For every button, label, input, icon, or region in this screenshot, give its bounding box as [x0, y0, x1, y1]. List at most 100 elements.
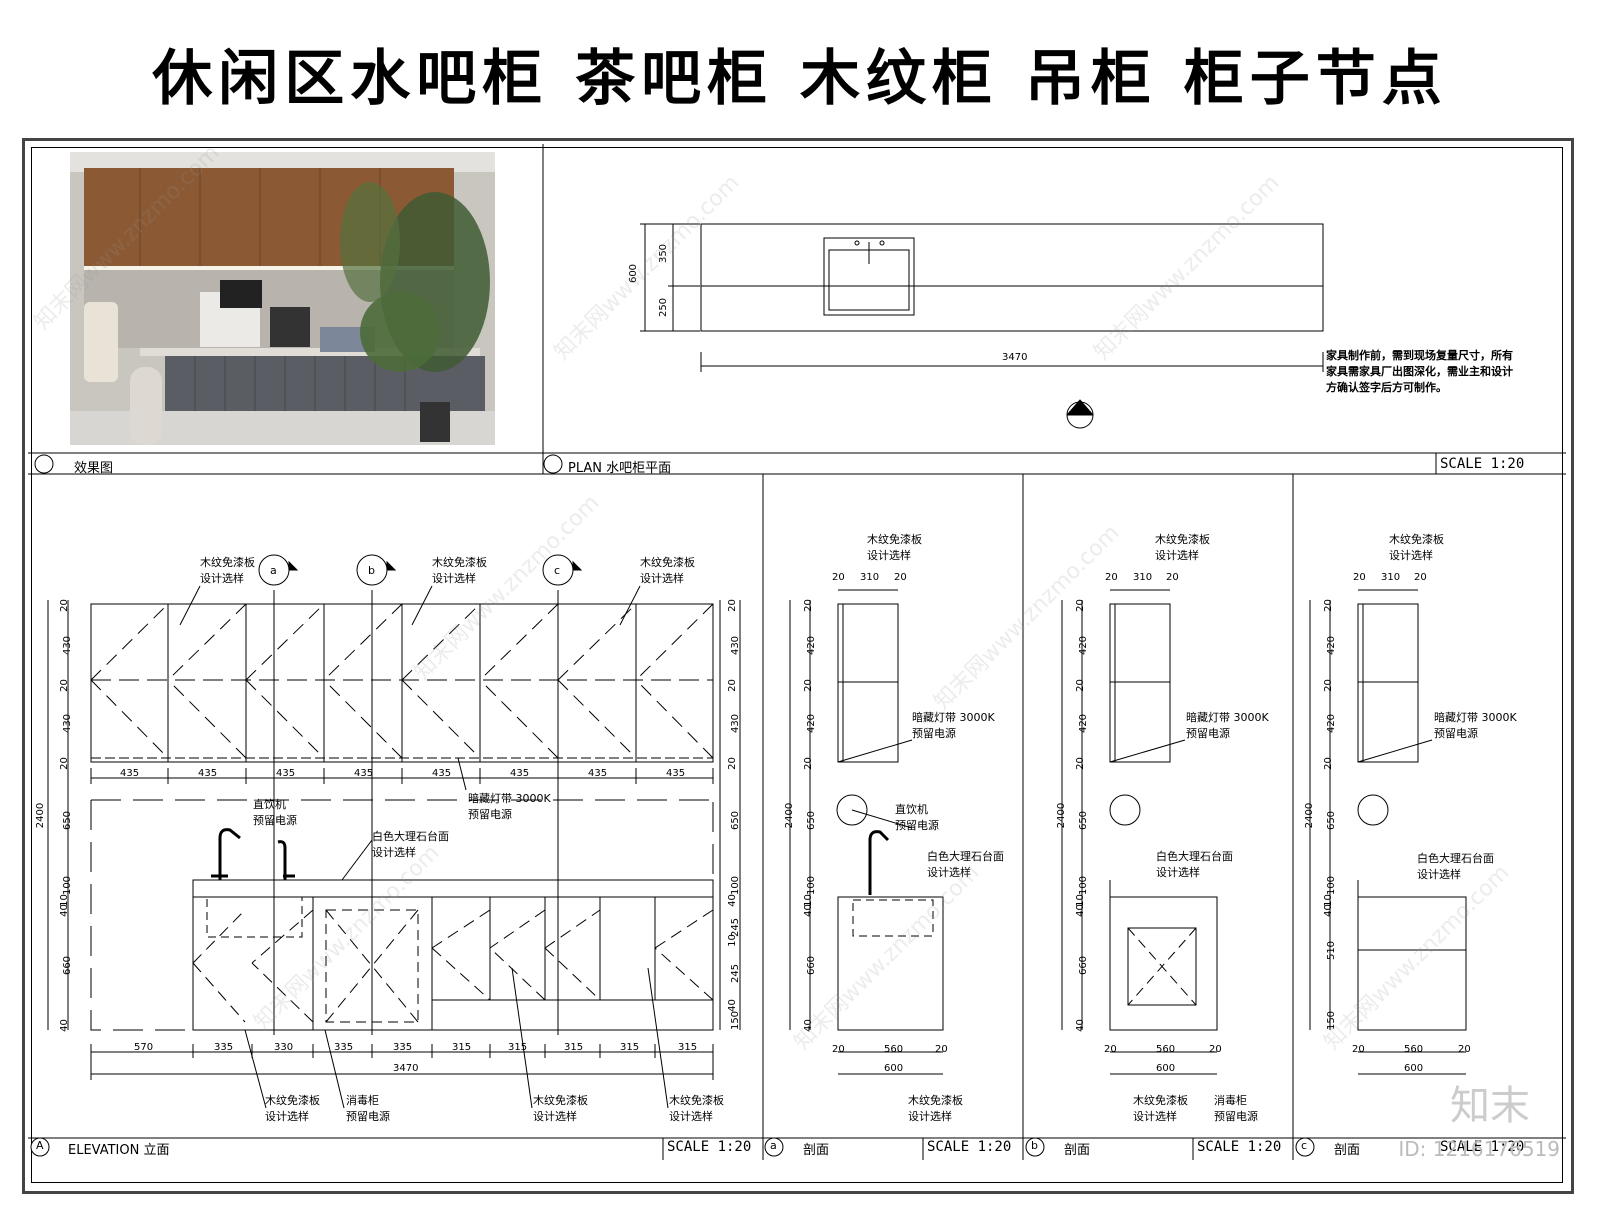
section-c-dim: 150: [1326, 1010, 1338, 1031]
section-bottom-dim: 20: [1209, 1044, 1222, 1055]
elev-left-dim: 430: [62, 713, 74, 734]
callout-text: 白色大理石台面: [927, 850, 1004, 863]
section-callout-marble: 白色大理石台面设计选样: [1417, 851, 1494, 883]
render-panel-label: 效果图: [74, 461, 114, 476]
elev-left-dim: 430: [62, 635, 74, 656]
elev-right-dim: 40: [726, 894, 738, 907]
section-left-dim: 20: [802, 679, 814, 692]
callout-text: 木纹免漆板: [867, 533, 922, 546]
section-left-dim: 20: [1322, 679, 1334, 692]
section-bottom-dim: 20: [935, 1044, 948, 1055]
elev-callout-wood-1: 木纹免漆板设计选样: [200, 555, 255, 587]
id-tag: ID: 1216176519: [1398, 1137, 1560, 1161]
lower-width-label: 315: [508, 1042, 528, 1053]
plan-note-line: 家具需家具厂出图深化，需业主和设计: [1326, 365, 1513, 378]
upper-width-label: 435: [510, 768, 530, 779]
elev-total-height: 2400: [35, 802, 47, 829]
plan-dim-350: 350: [658, 243, 670, 264]
callout-text: 设计选样: [1156, 866, 1200, 879]
section-bottom-dim: 560: [1404, 1044, 1424, 1055]
section-callout-wood: 木纹免漆板设计选样: [1389, 532, 1444, 564]
section-callout-wood-bottom: 木纹免漆板设计选样: [908, 1093, 963, 1125]
section-bottom-dim: 560: [1156, 1044, 1176, 1055]
elev-left-dim: 20: [58, 599, 70, 612]
section-left-dim: 420: [806, 635, 818, 656]
section-b-marker: b: [1031, 1139, 1038, 1152]
callout-text: 暗藏灯带 3000K: [468, 792, 551, 805]
section-bottom-dim: 20: [832, 1044, 845, 1055]
upper-width-label: 435: [276, 768, 296, 779]
elev-right-dim: 650: [730, 810, 742, 831]
callout-text: 暗藏灯带 3000K: [1434, 711, 1517, 724]
callout-text: 设计选样: [908, 1110, 952, 1123]
plan-panel-label: PLAN 水吧柜平面: [568, 461, 672, 476]
elev-callout-wood-5: 木纹免漆板设计选样: [533, 1093, 588, 1125]
drawing-title: 休闲区水吧柜 茶吧柜 木纹柜 吊柜 柜子节点: [152, 44, 1448, 114]
elev-left-dim: 40: [58, 1019, 70, 1032]
section-top-dim: 310: [1133, 572, 1153, 583]
section-bottom-dim: 560: [884, 1044, 904, 1055]
section-left-dim: 100: [806, 875, 818, 896]
lower-width-label: 315: [564, 1042, 584, 1053]
callout-text: 木纹免漆板: [533, 1094, 588, 1107]
section-callout-marble: 白色大理石台面设计选样: [927, 849, 1004, 881]
upper-width-label: 435: [666, 768, 686, 779]
callout-text: 设计选样: [927, 866, 971, 879]
callout-text: 设计选样: [1133, 1110, 1177, 1123]
callout-text: 设计选样: [1389, 549, 1433, 562]
elev-left-dim: 650: [62, 810, 74, 831]
section-callout-wood: 木纹免漆板设计选样: [1155, 532, 1210, 564]
section-c-dim: 510: [1326, 940, 1338, 961]
upper-width-label: 435: [120, 768, 140, 779]
section-callout-wood: 木纹免漆板设计选样: [867, 532, 922, 564]
plan-dim-depth: 600: [628, 263, 640, 284]
plan-dim-250: 250: [658, 297, 670, 318]
elev-callout-wood-2: 木纹免漆板设计选样: [432, 555, 487, 587]
callout-text: 木纹免漆板: [200, 556, 255, 569]
elev-callout-marble: 白色大理石台面设计选样: [372, 829, 449, 861]
callout-text: 设计选样: [533, 1110, 577, 1123]
callout-text: 预留电源: [346, 1110, 390, 1123]
section-top-dim: 20: [1166, 572, 1179, 583]
section-a-scale: SCALE 1:20: [927, 1139, 1012, 1155]
elev-total-width: 3470: [393, 1063, 419, 1074]
callout-text: 木纹免漆板: [669, 1094, 724, 1107]
callout-text: 预留电源: [912, 727, 956, 740]
callout-text: 设计选样: [1417, 868, 1461, 881]
section-top-dim: 20: [1414, 572, 1427, 583]
callout-text: 暗藏灯带 3000K: [1186, 711, 1269, 724]
callout-text: 设计选样: [1155, 549, 1199, 562]
callout-text: 木纹免漆板: [640, 556, 695, 569]
section-left-dim: 40: [802, 1019, 814, 1032]
callout-text: 消毒柜: [1214, 1094, 1247, 1107]
section-left-dim: 40: [1074, 1019, 1086, 1032]
rendering-image: [70, 152, 495, 445]
section-left-dim: 40: [1074, 904, 1086, 917]
elev-right-dim: 10: [726, 934, 738, 947]
section-height-dim: 2400: [1304, 802, 1316, 829]
lower-width-label: 315: [620, 1042, 640, 1053]
plan-note-line: 方确认签字后方可制作。: [1326, 381, 1447, 394]
elev-right-dim: 430: [730, 635, 742, 656]
callout-text: 预留电源: [1214, 1110, 1258, 1123]
plan-callout-letter: A: [1076, 402, 1083, 413]
section-marker-a: a: [270, 564, 277, 577]
elev-callout-wood-6: 木纹免漆板设计选样: [669, 1093, 724, 1125]
section-top-dim: 20: [1105, 572, 1118, 583]
upper-width-label: 435: [198, 768, 218, 779]
elev-right-dim: 100: [730, 875, 742, 896]
callout-text: 设计选样: [640, 572, 684, 585]
section-left-dim: 100: [1326, 875, 1338, 896]
elev-right-dim: 20: [726, 679, 738, 692]
section-callout-wood-bottom: 木纹免漆板设计选样: [1133, 1093, 1188, 1125]
lower-width-label: 330: [274, 1042, 294, 1053]
section-a-marker: a: [770, 1139, 777, 1152]
lower-width-label: 315: [452, 1042, 472, 1053]
callout-text: 消毒柜: [346, 1094, 379, 1107]
elevation-panel-label: ELEVATION 立面: [68, 1143, 170, 1158]
section-a-label: 剖面: [803, 1143, 830, 1158]
elev-left-dim: 20: [58, 679, 70, 692]
